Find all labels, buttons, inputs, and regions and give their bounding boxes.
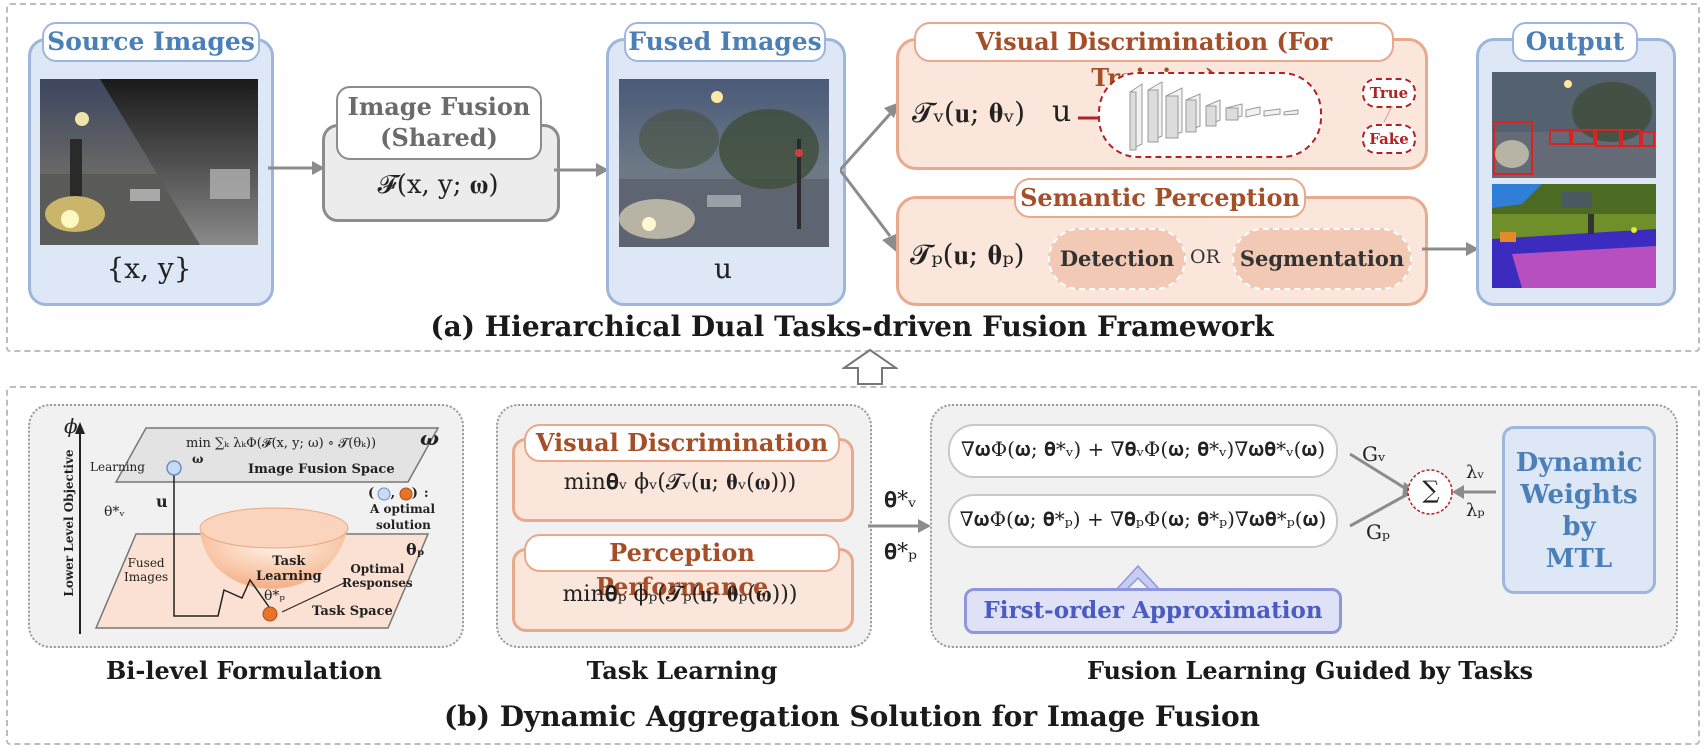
semantic-perception-title: Semantic Perception — [1014, 178, 1306, 218]
perception-performance-title: Perception Performance — [524, 534, 840, 601]
segmentation-output-image — [1492, 184, 1656, 288]
learning-label: Learning — [90, 460, 145, 474]
y-axis-label: Lower Level Objective — [62, 449, 76, 597]
or-label: OR — [1190, 246, 1220, 268]
visual-discrimination-small-title: Visual Discrimination — [524, 424, 840, 462]
theta-p-star-output: 𝛉*ₚ — [884, 540, 917, 565]
arrow-fusion-to-fused — [554, 163, 609, 177]
fused-images-small-label: Fused Images — [124, 556, 168, 584]
visual-discrimination-objective: min𝛉ᵥ ϕᵥ(𝓣ᵥ(𝐮; 𝛉ᵥ(𝛚))) — [563, 470, 797, 495]
source-variables: {x, y} — [106, 252, 192, 285]
task-learning-small-label: Task Learning — [256, 554, 322, 584]
perception-performance-objective: min𝛉ₚ ϕₚ(𝓣ₚ(𝐮; 𝛉ₚ(𝛚))) — [562, 582, 798, 607]
fake-label: Fake — [1362, 124, 1416, 154]
upper-level-objective: min ∑ₖ λₖΦ(𝓕(x, y; ω) ∘ 𝓣(θₖ)) — [186, 436, 377, 451]
image-fusion-title-line2: (Shared) — [380, 123, 498, 152]
image-fusion-title: Image Fusion (Shared) — [336, 86, 542, 160]
fused-image — [619, 79, 829, 247]
source-images-title: Source Images — [42, 22, 260, 62]
true-label: True — [1362, 78, 1416, 108]
dynamic-line2: Weights — [1520, 480, 1638, 510]
gradient-perception-eq: ∇𝛚Φ(𝛚; 𝛉*ₚ) + ∇𝛉ₚΦ(𝛚; 𝛉*ₚ)∇𝛚𝛉*ₚ(𝛚) — [948, 494, 1338, 548]
theta-p-star-label: θ*ₚ — [264, 588, 286, 604]
gradient-visual-eq: ∇𝛚Φ(𝛚; 𝛉*ᵥ) + ∇𝛉ᵥΦ(𝛚; 𝛉*ᵥ)∇𝛚𝛉*ᵥ(𝛚) — [948, 424, 1338, 478]
detection-output-image — [1492, 72, 1656, 178]
hollow-up-arrow — [842, 348, 898, 385]
omega-label: ω — [420, 426, 440, 450]
task-small-line2: Learning — [256, 569, 322, 584]
visual-input-u: u — [1052, 94, 1072, 129]
detection-pill: Detection — [1048, 228, 1186, 290]
dynamic-weights-box: Dynamic Weights by MTL — [1502, 426, 1656, 594]
segmentation-pill: Segmentation — [1232, 228, 1412, 290]
legend-line2: A optimal — [370, 502, 436, 516]
aggregation-arrows — [1349, 452, 1496, 528]
fused-small-line2: Images — [124, 570, 169, 584]
source-image — [40, 79, 258, 245]
optimal-line1: Optimal — [350, 562, 405, 576]
theta-p-label: θₚ — [406, 540, 425, 559]
gv-label: Gᵥ — [1362, 442, 1386, 466]
optimal-line2: Responses — [342, 576, 413, 590]
lambda-v-label: λᵥ — [1466, 462, 1485, 483]
image-fusion-space-label: Image Fusion Space — [248, 462, 395, 477]
fused-small-line1: Fused — [127, 556, 165, 570]
fusion-formula: 𝓕(x, y; 𝛚) — [377, 170, 499, 200]
aggregation-frame — [6, 386, 1700, 745]
arrow-task-to-fusion — [868, 519, 931, 533]
optimal-responses-label: Optimal Responses — [342, 562, 413, 590]
task-learning-caption: Task Learning — [586, 656, 778, 685]
fused-variable: u — [713, 252, 733, 285]
bilevel-caption: Bi-level Formulation — [106, 656, 382, 685]
sum-symbol: ∑ — [1422, 476, 1440, 504]
image-fusion-title-line1: Image Fusion — [347, 92, 531, 121]
arrow-to-output — [1422, 242, 1479, 256]
theta-v-star-label: θ*ᵥ — [104, 504, 125, 520]
fusion-learning-caption: Fusion Learning Guided by Tasks — [1086, 656, 1534, 685]
legend-line1: ( , ): — [368, 486, 435, 501]
branch-arrows — [840, 102, 900, 255]
first-order-approximation: First-order Approximation — [964, 588, 1342, 634]
arrow-source-to-fusion — [268, 161, 325, 175]
discriminator-network — [1098, 72, 1322, 158]
output-title: Output — [1512, 22, 1638, 62]
gp-label: Gₚ — [1366, 520, 1390, 544]
visual-task-formula: 𝓣ᵥ(𝐮; 𝛉ᵥ) — [912, 96, 1026, 129]
phi-label: ϕ — [64, 414, 78, 438]
u-label: u — [156, 492, 168, 511]
true-fake-divider — [1383, 105, 1393, 123]
approximation-caret — [1114, 564, 1162, 590]
bilevel-diagram — [75, 422, 440, 634]
framework-caption: (a) Hierarchical Dual Tasks-driven Fusio… — [430, 310, 1274, 343]
dynamic-line3: by — [1562, 512, 1596, 542]
semantic-task-formula: 𝓣ₚ(𝐮; 𝛉ₚ) — [910, 238, 1025, 271]
visual-discrimination-title: Visual Discrimination (For Training) — [914, 22, 1394, 92]
upper-level-min-subscript: ω — [192, 452, 204, 466]
task-space-label: Task Space — [312, 604, 393, 619]
fused-images-title: Fused Images — [624, 22, 826, 62]
task-small-line1: Task — [272, 554, 306, 569]
theta-v-star-output: 𝛉*ᵥ — [884, 488, 917, 513]
legend-line3: solution — [376, 518, 431, 532]
framework-frame — [6, 3, 1700, 352]
aggregation-caption: (b) Dynamic Aggregation Solution for Ima… — [443, 700, 1261, 733]
lambda-p-label: λₚ — [1466, 500, 1485, 521]
dynamic-line1: Dynamic — [1515, 448, 1643, 478]
dynamic-line4: MTL — [1545, 544, 1613, 574]
